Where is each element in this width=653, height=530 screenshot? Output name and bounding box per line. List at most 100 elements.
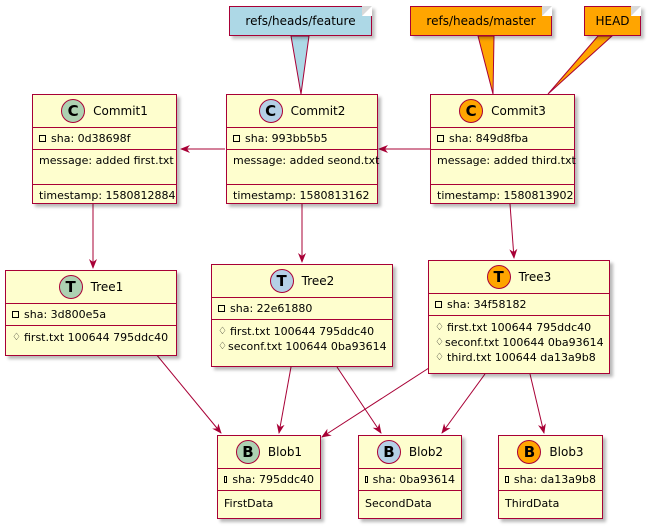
blob-sha: sha: 795ddc40 <box>232 473 314 486</box>
commit-fields: sha: 849d8fba <box>431 127 574 149</box>
blob-b-icon: B <box>235 440 260 464</box>
tree-node-2[interactable]: T Tree2 sha: 22e61880 ♢first.txt 100644 … <box>211 264 393 367</box>
blob-sha: sha: da13a9b8 <box>513 473 596 486</box>
tree-sha: sha: 34f58182 <box>447 298 527 311</box>
blob-data-section: FirstData <box>218 490 320 514</box>
private-field-icon <box>233 135 240 142</box>
protected-member-icon: ♢ <box>218 326 227 337</box>
commit-name: Commit3 <box>491 104 546 118</box>
edge-tree2-blob2 <box>336 366 382 434</box>
blob-data: SecondData <box>365 497 432 510</box>
private-field-icon <box>437 135 444 142</box>
commit-c-icon: C <box>459 99 484 123</box>
tree-node-1[interactable]: T Tree1 sha: 3d800e5a ♢first.txt 100644 … <box>5 270 177 356</box>
commit-node-1[interactable]: C Commit1 sha: 0d38698f message: added f… <box>32 94 177 204</box>
commit-timestamp: timestamp: 1580812884 <box>39 189 176 202</box>
tree-t-icon: T <box>486 265 511 289</box>
tree-fields: sha: 22e61880 <box>212 297 392 319</box>
commit-timestamp-section: timestamp: 1580812884 <box>33 184 176 206</box>
commit-sha: sha: 993bb5b5 <box>245 132 328 145</box>
blob-header: B Blob3 <box>499 436 602 468</box>
master-note-pointer <box>477 35 495 95</box>
tree-entry: seconf.txt 100644 0ba93614 <box>227 340 387 353</box>
tree-entry: first.txt 100644 795ddc40 <box>447 321 592 334</box>
blob-header: B Blob1 <box>218 436 320 468</box>
edge-commit3-tree3 <box>509 203 518 259</box>
tree-t-icon: T <box>269 269 294 293</box>
commit-timestamp: timestamp: 1580813902 <box>437 189 574 202</box>
note-master-label: refs/heads/master <box>426 14 536 28</box>
commit-node-2[interactable]: C Commit2 sha: 993bb5b5 message: added s… <box>226 94 379 206</box>
commit-header: C Commit1 <box>33 95 176 127</box>
blob-data-section: ThirdData <box>499 490 602 514</box>
tree-name: Tree2 <box>301 274 335 288</box>
blob-b-icon: B <box>376 440 401 464</box>
tree-entry: first.txt 100644 795ddc40 <box>24 331 169 344</box>
head-note-pointer <box>547 35 614 95</box>
private-field-icon <box>39 135 46 142</box>
tree-name: Tree1 <box>90 280 124 294</box>
commit-timestamp-section: timestamp: 1580813162 <box>227 184 377 206</box>
private-field-icon <box>224 476 228 483</box>
note-fold-shade <box>362 6 372 16</box>
commit-methods: message: added first.txt <box>33 149 176 184</box>
private-field-icon <box>12 311 19 318</box>
blob-data-section: SecondData <box>359 490 461 514</box>
tree-entry: third.txt 100644 da13a9b8 <box>447 351 596 364</box>
edge-tree3-blob3 <box>529 373 546 434</box>
commit-node-3[interactable]: C Commit3 sha: 849d8fba message: added t… <box>430 94 576 206</box>
tree-t-icon: T <box>58 275 83 299</box>
blob-node-3[interactable]: B Blob3 sha: da13a9b8 ThirdData <box>498 435 603 519</box>
blob-data: FirstData <box>224 497 274 510</box>
commit-name: Commit1 <box>93 104 148 118</box>
tree-header: T Tree3 <box>429 261 609 293</box>
feature-note-pointer <box>290 35 310 95</box>
protected-member-icon: ♢ <box>12 332 21 343</box>
edge-tree3-blob1 <box>321 365 433 438</box>
blob-name: Blob2 <box>408 445 444 459</box>
tree-node-3[interactable]: T Tree3 sha: 34f58182 ♢first.txt 100644 … <box>428 260 610 374</box>
private-field-icon <box>435 301 442 308</box>
blob-fields: sha: 0ba93614 <box>359 468 461 490</box>
commit-message: message: added first.txt <box>39 154 174 167</box>
note-fold <box>542 6 552 16</box>
tree-header: T Tree2 <box>212 265 392 297</box>
tree-entry: seconf.txt 100644 0ba93614 <box>444 336 604 349</box>
blob-name: Blob1 <box>267 445 303 459</box>
commit-methods: message: added third.txt <box>431 149 576 184</box>
blob-node-2[interactable]: B Blob2 sha: 0ba93614 SecondData <box>358 435 462 519</box>
tree-name: Tree3 <box>518 270 552 284</box>
commit-c-icon: C <box>61 99 86 123</box>
note-refs-heads-master: refs/heads/master <box>410 6 552 36</box>
commit-sha: sha: 849d8fba <box>449 132 529 145</box>
blob-name: Blob3 <box>549 445 584 459</box>
commit-c-icon: C <box>258 99 283 123</box>
private-field-icon <box>365 476 368 483</box>
note-fold-shade <box>542 6 552 16</box>
protected-member-icon: ♢ <box>435 337 444 348</box>
note-fold <box>362 6 372 16</box>
commit-header: C Commit3 <box>431 95 574 127</box>
note-fold <box>631 6 641 16</box>
tree-sha: sha: 3d800e5a <box>24 308 107 321</box>
commit-header: C Commit2 <box>227 95 377 127</box>
tree-entries: ♢first.txt 100644 795ddc40 ♢seconf.txt 1… <box>429 315 609 368</box>
edge-tree3-blob2 <box>441 373 486 434</box>
commit-sha: sha: 0d38698f <box>51 132 131 145</box>
tree-entries: ♢first.txt 100644 795ddc40 <box>6 325 176 348</box>
commit-timestamp-section: timestamp: 1580813902 <box>431 184 574 206</box>
tree-fields: sha: 34f58182 <box>429 293 609 315</box>
tree-entries: ♢first.txt 100644 795ddc40 ♢seconf.txt 1… <box>212 319 392 357</box>
note-head-label: HEAD <box>595 14 630 28</box>
commit-timestamp: timestamp: 1580813162 <box>233 189 370 202</box>
note-feature-label: refs/heads/feature <box>245 14 356 28</box>
blob-fields: sha: da13a9b8 <box>499 468 602 490</box>
blob-fields: sha: 795ddc40 <box>218 468 320 490</box>
blob-node-1[interactable]: B Blob1 sha: 795ddc40 FirstData <box>217 435 321 519</box>
protected-member-icon: ♢ <box>435 352 444 363</box>
commit-methods: message: added seond.txt <box>227 149 379 184</box>
commit-fields: sha: 993bb5b5 <box>227 127 377 149</box>
protected-member-icon: ♢ <box>218 341 227 352</box>
blob-b-icon: B <box>517 440 542 464</box>
